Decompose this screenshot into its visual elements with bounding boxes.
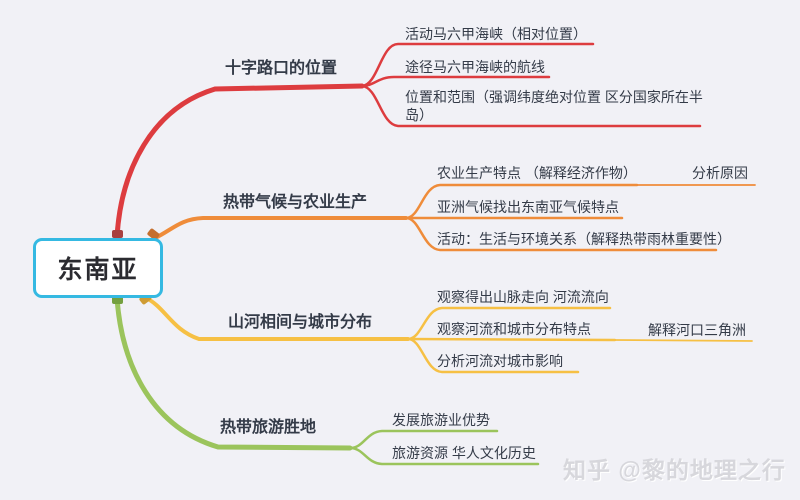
leaf-tourism-resources-culture[interactable]: 旅游资源 华人文化历史 [392,445,536,461]
leaf-malacca-strait-routes[interactable]: 途径马六甲海峡的航线 [405,59,545,75]
branch-label-mountains-rivers-cities[interactable]: 山河相间与城市分布 [228,314,373,331]
leaf-river-delta-explain[interactable]: 解释河口三角洲 [648,322,746,338]
branch3-trunk-line [144,296,410,341]
root-node-label: 东南亚 [57,256,139,284]
leaf-asia-climate-features[interactable]: 亚洲气候找出东南亚气候特点 [437,199,619,215]
branch4-leaf2-line [348,446,540,466]
branch2-root-connector [147,228,160,241]
branch2-leaf3-line [404,216,718,252]
branch1-leaf3-line [360,84,702,128]
branch3-leaf3-line [406,337,580,374]
branch1-leaf2-line [360,75,551,88]
branch-label-tropical-tourism[interactable]: 热带旅游胜地 [220,419,317,436]
leaf-life-environment-activity[interactable]: 活动：生活与环境关系（解释热带雨林重要性） [437,231,731,247]
leaf-location-and-range[interactable]: 位置和范围（强调纬度绝对位置 区分国家所在半岛） [405,89,703,123]
leaf-analyze-reasons[interactable]: 分析原因 [692,165,748,181]
leaf-river-city-influence[interactable]: 分析河流对城市影响 [437,353,563,369]
leaf-tourism-advantages[interactable]: 发展旅游业优势 [392,412,490,428]
leaf-river-city-distribution[interactable]: 观察河流和城市分布特点 [437,321,591,337]
leaf-agriculture-features[interactable]: 农业生产特点 （解释经济作物） [437,165,637,181]
watermark-zhihu: 知乎 @黎的地理之行 [563,457,786,483]
branch2-trunk-line [153,216,408,240]
branch1-trunk-line [114,83,365,240]
branch4-trunk-line [114,295,353,451]
branch3-leaf2-child-line [614,339,753,342]
branch1-root-connector [112,230,123,238]
root-node[interactable]: 东南亚 [33,238,163,298]
branch4-root-connector [112,296,123,304]
leaf-malacca-strait-activity[interactable]: 活动马六甲海峡（相对位置） [405,26,587,42]
branch3-leaf2-line [406,337,617,342]
branch-label-crossroads-position[interactable]: 十字路口的位置 [225,60,338,77]
leaf-mountain-river-direction[interactable]: 观察得出山脉走向 河流流向 [437,289,609,305]
branch-label-tropical-climate-agriculture[interactable]: 热带气候与农业生产 [223,194,368,211]
